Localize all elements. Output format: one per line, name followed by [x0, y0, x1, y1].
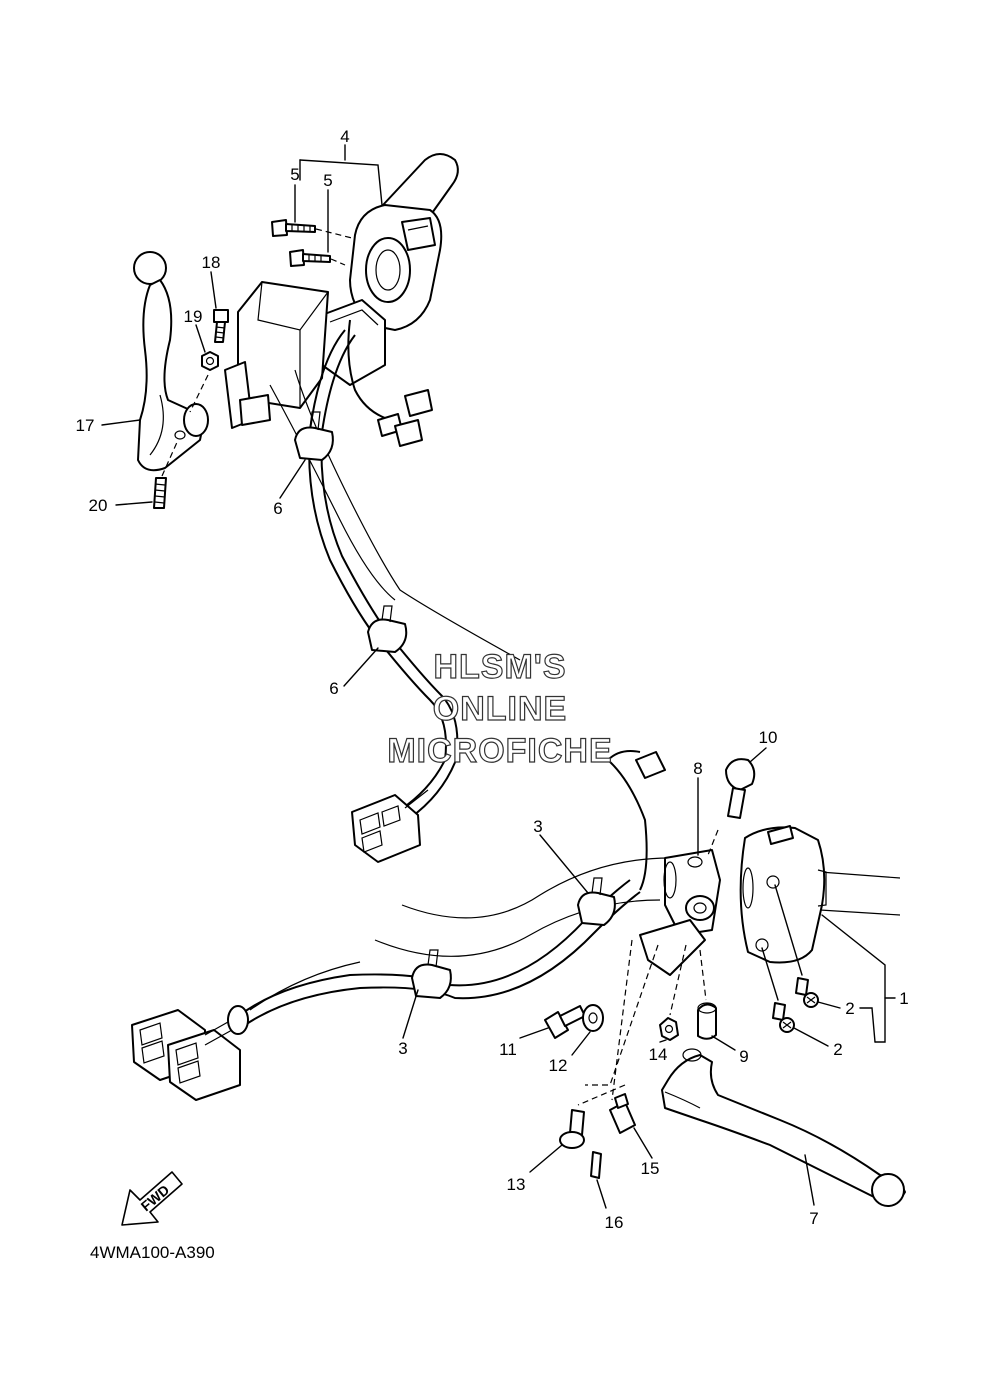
callout-3a: 3	[533, 817, 542, 836]
callout-5a: 5	[290, 165, 299, 184]
nut-14	[659, 1017, 679, 1041]
upper-wiring-harness	[269, 319, 521, 863]
diagram-code: 4WMA100-A390	[90, 1243, 215, 1262]
callout-19: 19	[184, 307, 203, 326]
callout-11: 11	[499, 1040, 517, 1059]
callout-2a: 2	[845, 999, 854, 1018]
handlebar-tube	[374, 857, 901, 957]
bolt-13	[559, 1109, 585, 1149]
master-cylinder-box	[224, 281, 329, 429]
lever-holder	[639, 849, 721, 976]
callout-5b: 5	[323, 171, 332, 190]
lever-bolt	[213, 309, 229, 343]
callout-16: 16	[605, 1213, 624, 1232]
switch-screw-upper	[271, 219, 353, 239]
switch-screw-lower	[289, 249, 346, 267]
callout-3b: 3	[398, 1039, 407, 1058]
brake-lever	[133, 251, 209, 472]
right-handlebar-switch	[321, 153, 459, 386]
callout-4: 4	[340, 127, 349, 146]
watermark-line-2: ONLINE	[433, 690, 567, 728]
callout-6a: 6	[273, 499, 282, 518]
callout-15: 15	[641, 1159, 660, 1178]
fwd-arrow-icon: FWD	[121, 1171, 183, 1226]
callout-8: 8	[693, 759, 702, 778]
clutch-lever	[661, 1048, 906, 1207]
left-handlebar-switch	[739, 825, 827, 964]
locknut-12	[582, 1004, 604, 1032]
lever-nut	[189, 351, 219, 413]
callout-10: 10	[759, 728, 778, 747]
callout-7: 7	[809, 1209, 818, 1228]
callouts: 4 5 5 18 19 17 20 6 6 10 8 3 3 1 2 2 11 …	[76, 127, 909, 1232]
watermark-line-1: HLSM'S	[433, 648, 566, 686]
callout-2b: 2	[833, 1040, 842, 1059]
watermark: HLSM'S ONLINE MICROFICHE	[387, 647, 613, 770]
callout-14: 14	[649, 1045, 668, 1064]
collar-9	[697, 1002, 717, 1040]
screw-16	[590, 1151, 602, 1179]
watermark-line-3: MICROFICHE	[387, 732, 612, 770]
lower-wiring-harness	[131, 750, 666, 1101]
callout-20: 20	[89, 496, 108, 515]
callout-9: 9	[739, 1047, 748, 1066]
adjuster-11	[544, 1005, 586, 1039]
switch-15	[609, 1093, 636, 1134]
callout-17: 17	[76, 416, 95, 435]
callout-1: 1	[899, 989, 908, 1008]
callout-13: 13	[507, 1175, 526, 1194]
leader-lines	[101, 144, 896, 1209]
callout-18: 18	[202, 253, 221, 272]
switch-screw-2a	[795, 977, 819, 1008]
switch-screw-2b	[772, 1002, 795, 1033]
callout-6b: 6	[329, 679, 338, 698]
callout-12: 12	[549, 1056, 568, 1075]
adjuster-spring	[153, 439, 179, 509]
holder-bolt	[725, 758, 756, 819]
